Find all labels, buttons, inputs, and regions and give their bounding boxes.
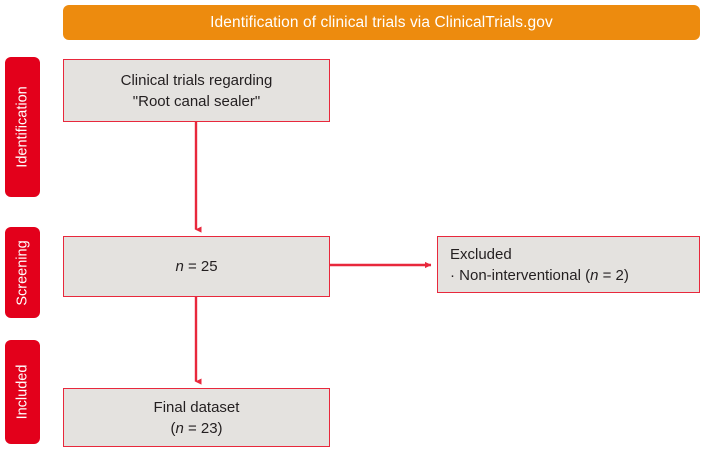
excluded-reason-text: · Non-interventional (	[450, 266, 591, 284]
screened-n-symbol: n	[175, 258, 184, 275]
stage-bar-screening: Screening	[5, 227, 40, 318]
stage-bar-included: Included	[5, 340, 40, 444]
diagram-title: Identification of clinical trials via Cl…	[210, 13, 553, 31]
stage-label-included: Included	[14, 364, 31, 420]
final-dataset-label: Final dataset	[153, 398, 240, 416]
screened-n-value: = 25	[183, 258, 218, 275]
excluded-n-value: = 2)	[598, 266, 629, 284]
stage-label-identification: Identification	[14, 86, 31, 168]
flow-box-excluded-records: Excluded · Non-interventional (n = 2)	[437, 236, 700, 293]
final-n-symbol: n	[175, 419, 184, 437]
excluded-heading: Excluded	[450, 245, 512, 263]
identified-records-line1: Clinical trials regarding	[120, 71, 273, 89]
screened-records-count: n = 25	[175, 256, 217, 277]
final-n-value: = 23)	[183, 419, 223, 437]
stage-label-screening: Screening	[14, 239, 31, 306]
stage-bar-identification: Identification	[5, 57, 40, 197]
final-n-open: (	[170, 419, 176, 437]
diagram-header-banner: Identification of clinical trials via Cl…	[63, 5, 700, 40]
flow-box-screened-records: n = 25	[63, 236, 330, 297]
flow-box-final-dataset: Final dataset (n = 23)	[63, 388, 330, 447]
flow-box-identified-records: Clinical trials regarding "Root canal se…	[63, 59, 330, 122]
excluded-n-symbol: n	[590, 266, 599, 284]
final-dataset-count: (n = 23)	[170, 418, 222, 439]
identified-records-line2: "Root canal sealer"	[132, 92, 261, 110]
excluded-reason-item: · Non-interventional (n = 2)	[450, 265, 629, 286]
